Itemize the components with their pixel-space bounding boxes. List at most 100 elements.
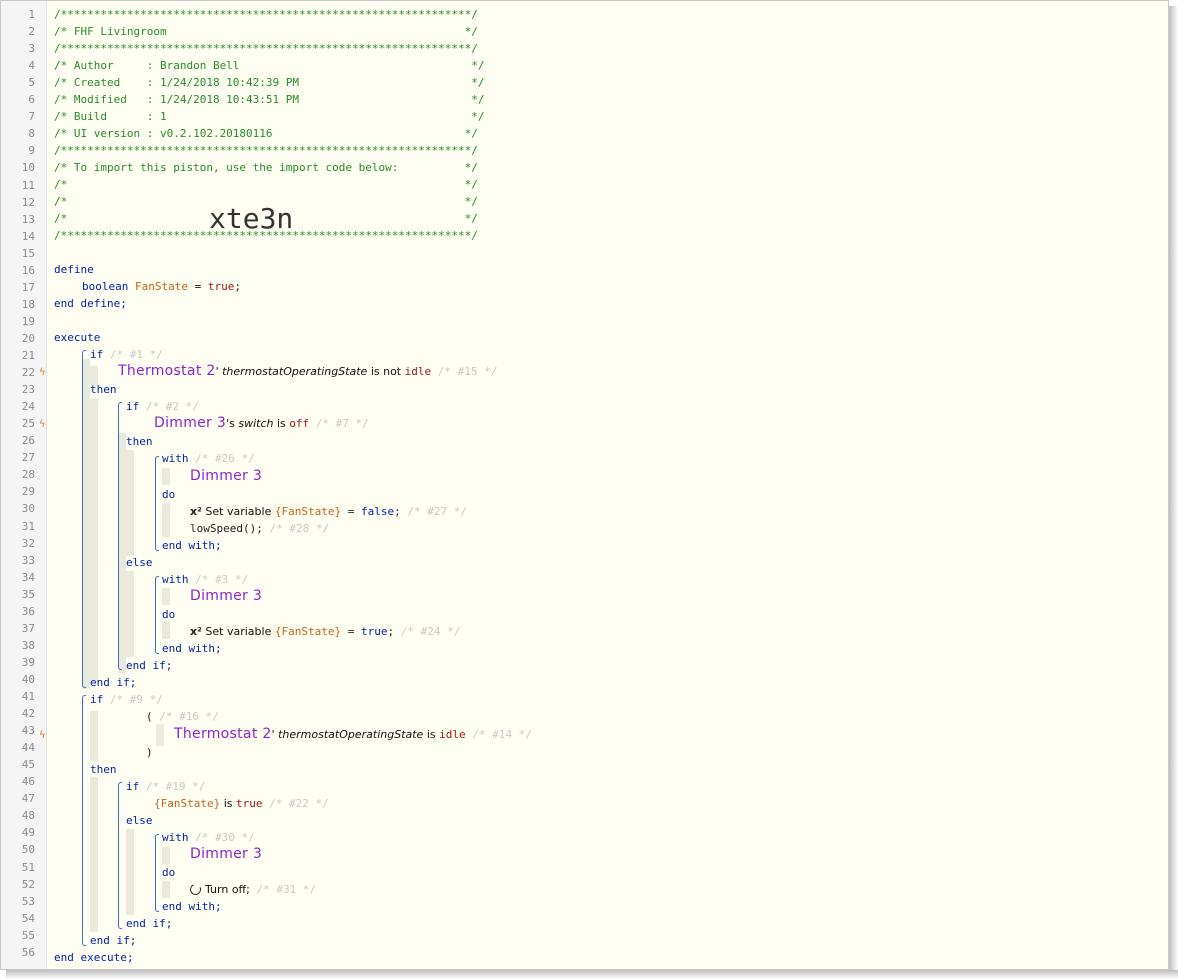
- end-if-keyword: end if;: [90, 676, 137, 689]
- attribute-name: thermostatOperatingState: [222, 365, 368, 378]
- comment-line: /***************************************…: [54, 42, 478, 55]
- do-keyword: do: [162, 866, 176, 879]
- end-if-keyword: end if;: [126, 659, 173, 672]
- statement-marker: /* #27 */: [400, 505, 467, 518]
- panel-shadow: [6, 970, 1178, 979]
- with-statement[interactable]: with /* #3 */: [162, 571, 248, 588]
- task-text: Set variable: [201, 505, 275, 518]
- turn-off-task[interactable]: Turn off; /* #31 */: [188, 881, 316, 898]
- statement-marker: /* #26 */: [188, 452, 255, 465]
- comment-line: /***************************************…: [54, 229, 478, 242]
- line-number: 33: [21, 553, 35, 567]
- line-number: 23: [21, 383, 35, 397]
- with-keyword: with: [162, 573, 189, 586]
- device-name: Thermostat 2: [118, 363, 216, 379]
- line-number: 22: [21, 366, 35, 380]
- device-name: Dimmer 3: [154, 415, 227, 431]
- then-keyword: then: [90, 763, 117, 776]
- value: false: [360, 505, 395, 518]
- with-statement[interactable]: with /* #30 */: [162, 829, 255, 846]
- indent-guide: [126, 829, 134, 915]
- line-number: 37: [21, 621, 35, 635]
- set-variable-task[interactable]: x² Set variable {FanState} = true; /* #2…: [190, 623, 460, 640]
- statement-marker: /* #7 */: [309, 417, 369, 430]
- with-keyword: with: [162, 831, 189, 844]
- comment-line: /* */: [54, 212, 478, 225]
- line-number-gutter: [1, 1, 47, 969]
- set-variable-task[interactable]: x² Set variable {FanState} = false; /* #…: [190, 503, 467, 520]
- if-statement[interactable]: if /* #2 */: [126, 398, 199, 415]
- command-text: lowSpeed();: [190, 522, 263, 535]
- comment-line: /* FHF Livingroom */: [54, 25, 478, 38]
- statement-marker: /* #9 */: [103, 693, 163, 706]
- if-statement[interactable]: if /* #19 */: [126, 778, 205, 795]
- if-keyword: if: [126, 400, 140, 413]
- command-task[interactable]: lowSpeed(); /* #28 */: [190, 520, 329, 537]
- line-number: 25: [21, 417, 35, 431]
- device-name[interactable]: Dimmer 3: [190, 846, 263, 862]
- variable-name: FanState: [134, 280, 188, 293]
- block-bracket: [155, 834, 159, 912]
- with-statement[interactable]: with /* #26 */: [162, 450, 255, 467]
- value: true: [207, 280, 235, 293]
- indent-guide: [162, 847, 170, 864]
- end-if-keyword: end if;: [126, 917, 173, 930]
- line-number: 43: [21, 724, 35, 738]
- possessive: ': [271, 728, 279, 741]
- variable-declaration[interactable]: boolean FanState = true;: [82, 278, 241, 295]
- paren-close: ): [146, 746, 153, 759]
- condition-group[interactable]: ( /* #16 */: [146, 708, 219, 725]
- line-number: 52: [21, 877, 35, 891]
- value: idle: [439, 728, 466, 741]
- condition[interactable]: Thermostat 2' thermostatOperatingState i…: [174, 726, 532, 743]
- indent-guide: [162, 588, 170, 605]
- x2-icon: x²: [190, 625, 202, 638]
- condition[interactable]: {FanState} is true /* #22 */: [154, 795, 329, 812]
- condition[interactable]: Thermostat 2' thermostatOperatingState i…: [118, 363, 497, 380]
- line-number: 29: [21, 485, 35, 499]
- bolt-icon: ϟ: [39, 419, 46, 430]
- statement-marker: /* #24 */: [394, 625, 461, 638]
- block-bracket: [155, 576, 159, 654]
- statement-marker: /* #22 */: [262, 797, 329, 810]
- statement-marker: /* #2 */: [139, 400, 199, 413]
- statement-marker: /* #16 */: [152, 710, 219, 723]
- comment-line: /* Build : 1 */: [54, 110, 485, 123]
- statement-marker: /* #19 */: [139, 780, 206, 793]
- line-number: 16: [21, 263, 35, 277]
- attribute-name: switch: [238, 417, 274, 430]
- variable-name: {FanState}: [154, 797, 221, 810]
- line-number: 12: [21, 195, 35, 209]
- if-statement[interactable]: if /* #9 */: [90, 691, 163, 708]
- with-keyword: with: [162, 452, 189, 465]
- line-number: 41: [21, 690, 35, 703]
- indent-guide: [126, 571, 134, 657]
- possessive: ': [215, 365, 223, 378]
- bolt-icon: ϟ: [39, 367, 46, 378]
- then-keyword: then: [126, 435, 153, 448]
- line-number: 53: [21, 894, 35, 908]
- line-number: 1: [28, 8, 35, 21]
- device-name[interactable]: Dimmer 3: [190, 588, 263, 604]
- condition[interactable]: Dimmer 3's switch is off /* #7 */: [154, 415, 369, 432]
- do-keyword: do: [162, 608, 176, 621]
- device-name: Thermostat 2: [174, 726, 272, 742]
- line-number: 40: [21, 672, 35, 686]
- device-name[interactable]: Dimmer 3: [190, 468, 263, 484]
- if-statement[interactable]: if /* #1 */: [90, 346, 163, 363]
- indent-guide: [90, 777, 98, 932]
- line-number: 56: [21, 945, 35, 959]
- operator: =: [341, 625, 361, 638]
- line-number: 55: [21, 928, 35, 942]
- variable-name: {FanState}: [274, 625, 342, 638]
- line-number: 34: [21, 570, 35, 584]
- operator: =: [341, 505, 361, 518]
- line-number: 42: [21, 707, 35, 721]
- indent-guide: [162, 503, 170, 537]
- x2-icon: x²: [190, 505, 202, 518]
- comment-line: /* */: [54, 178, 478, 191]
- line-number: 9: [28, 144, 35, 158]
- comparison: is not: [367, 365, 405, 378]
- panel-shadow: [1169, 6, 1178, 979]
- line-number: 3: [28, 42, 35, 56]
